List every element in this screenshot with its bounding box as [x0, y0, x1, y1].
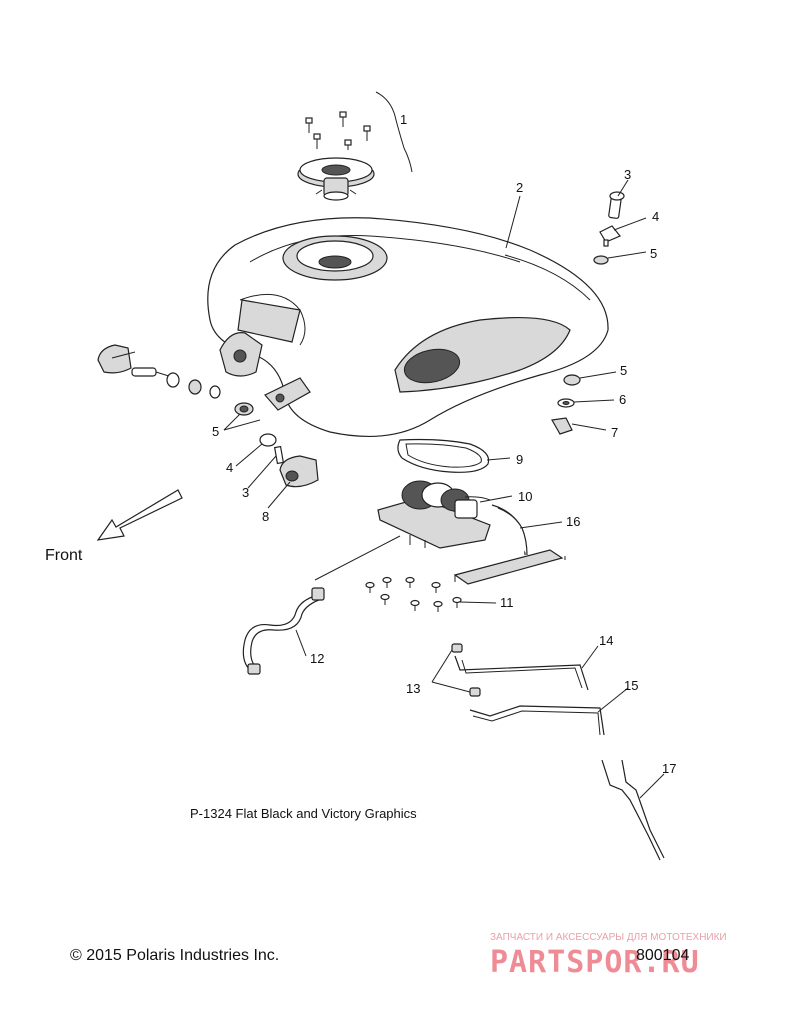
washer-lower — [557, 398, 575, 408]
copyright-notice: © 2015 Polaris Industries Inc. — [70, 947, 279, 964]
callout-3: 3 — [242, 485, 249, 500]
drain-line — [601, 759, 665, 861]
callout-17: 17 — [662, 761, 676, 776]
grommet-lower — [563, 374, 581, 386]
front-direction-arrow — [96, 489, 183, 541]
tank-front-mount — [219, 332, 263, 377]
vent-line-lower — [469, 705, 605, 736]
callout-5: 5 — [650, 246, 657, 261]
callout-labels: 1 2 3 4 5 5 6 7 5 4 3 8 9 10 16 11 12 13… — [212, 112, 676, 776]
front-mount-hardware — [97, 344, 221, 399]
group-bracket — [375, 91, 413, 173]
callout-5: 5 — [620, 363, 627, 378]
fuel-feed-hose — [242, 535, 401, 675]
callout-9: 9 — [516, 452, 523, 467]
watermark-logo: PARTSPOR.RU — [490, 945, 700, 980]
watermark-tagline: ЗАПЧАСТИ И АКСЕССУАРЫ ДЛЯ МОТОТЕХНИКИ — [490, 932, 727, 943]
fuel-tank — [207, 217, 609, 438]
callout-3: 3 — [624, 167, 631, 182]
front-label: Front — [45, 547, 83, 564]
callout-10: 10 — [518, 489, 532, 504]
callout-2: 2 — [516, 180, 523, 195]
rear-mount-hardware — [234, 402, 319, 488]
tank-rear-mount — [264, 377, 311, 411]
callout-15: 15 — [624, 678, 638, 693]
cap-screws — [305, 111, 371, 150]
callout-4: 4 — [226, 460, 233, 475]
callout-1: 1 — [400, 112, 407, 127]
grommet-right — [593, 255, 609, 265]
callout-5: 5 — [212, 424, 219, 439]
tank-bolt-right — [608, 191, 625, 219]
vent-line-upper — [454, 655, 589, 691]
fuel-level-sender — [453, 504, 566, 585]
pump-mounting-bolts — [365, 576, 462, 612]
leader-lines — [223, 179, 665, 799]
callout-12: 12 — [310, 651, 324, 666]
fuel-pump-assembly — [377, 480, 491, 549]
callout-11: 11 — [500, 595, 514, 610]
callout-14: 14 — [599, 633, 613, 648]
callout-6: 6 — [619, 392, 626, 407]
fuel-pump-gasket — [397, 438, 490, 473]
diagram-number: 800104 — [636, 947, 689, 964]
diagram-caption: P-1324 Flat Black and Victory Graphics — [190, 806, 417, 821]
vent-fittings — [451, 643, 481, 697]
callout-13: 13 — [406, 681, 420, 696]
clip-lower — [551, 417, 573, 435]
callout-16: 16 — [566, 514, 580, 529]
callout-7: 7 — [611, 425, 618, 440]
fuel-cap-assembly — [297, 91, 413, 201]
fuel-cap — [297, 157, 375, 201]
callout-8: 8 — [262, 509, 269, 524]
callout-4: 4 — [652, 209, 659, 224]
watermark: ЗАПЧАСТИ И АКСЕССУАРЫ ДЛЯ МОТОТЕХНИКИ PA… — [490, 932, 727, 980]
